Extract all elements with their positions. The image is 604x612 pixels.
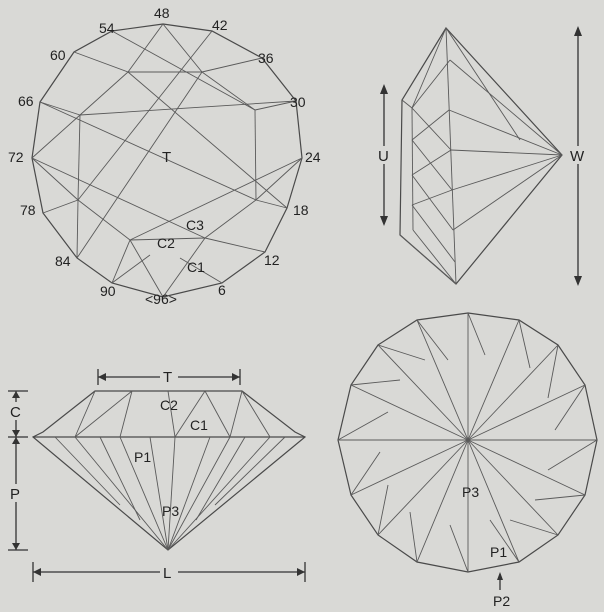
crown-1-facet-label: C1 (187, 259, 205, 275)
index-label-42: 42 (212, 17, 228, 33)
side-view: U W (376, 26, 590, 286)
index-label-72: 72 (8, 149, 24, 165)
index-label-90: 90 (100, 283, 116, 299)
pavilion-dimension-label: P (10, 486, 20, 503)
top-view-facets (31, 23, 303, 298)
profile-pavilion-3-label: P3 (162, 503, 179, 519)
index-label-12: 12 (264, 252, 280, 268)
profile-view-facets (54, 390, 286, 551)
depth-arrow-bottom (380, 216, 388, 226)
crown-2-facet-label: C2 (157, 235, 175, 251)
width-arrow-top (574, 26, 582, 36)
depth-arrow-top (380, 84, 388, 94)
top-view: 48 42 36 30 24 18 12 6 <96> 90 84 78 72 … (8, 5, 321, 307)
index-label-78: 78 (20, 202, 36, 218)
bottom-pavilion-1-label: P1 (490, 544, 507, 560)
profile-view: C2 C1 P1 P3 T C P L (8, 368, 307, 582)
table-dimension-label: T (163, 369, 172, 386)
index-label-96: <96> (145, 291, 177, 307)
bottom-view: P3 P1 P2 (337, 312, 598, 609)
profile-pavilion-1-label: P1 (134, 449, 151, 465)
side-view-facets (399, 27, 563, 285)
index-label-24: 24 (305, 149, 321, 165)
bottom-view-facets (337, 312, 598, 573)
crown-3-facet-label: C3 (186, 217, 204, 233)
index-label-30: 30 (290, 94, 306, 110)
depth-dimension-label: U (378, 148, 389, 165)
profile-view-outline (31, 390, 307, 551)
bottom-pavilion-3-label: P3 (462, 484, 479, 500)
width-dimension-label: W (570, 148, 585, 165)
bottom-view-outline (337, 312, 598, 573)
table-facet-label: T (162, 149, 171, 166)
index-label-84: 84 (55, 253, 71, 269)
profile-crown-1-label: C1 (190, 417, 208, 433)
index-label-48: 48 (154, 5, 170, 21)
index-label-36: 36 (258, 50, 274, 66)
profile-crown-2-label: C2 (160, 397, 178, 413)
index-label-60: 60 (50, 47, 66, 63)
width-arrow-bottom (574, 276, 582, 286)
index-label-54: 54 (99, 20, 115, 36)
bottom-pavilion-2-label: P2 (493, 593, 510, 609)
length-dimension-label: L (163, 565, 171, 582)
index-label-18: 18 (293, 202, 309, 218)
index-label-6: 6 (218, 282, 226, 298)
index-label-66: 66 (18, 93, 34, 109)
crown-dimension-label: C (10, 404, 21, 421)
